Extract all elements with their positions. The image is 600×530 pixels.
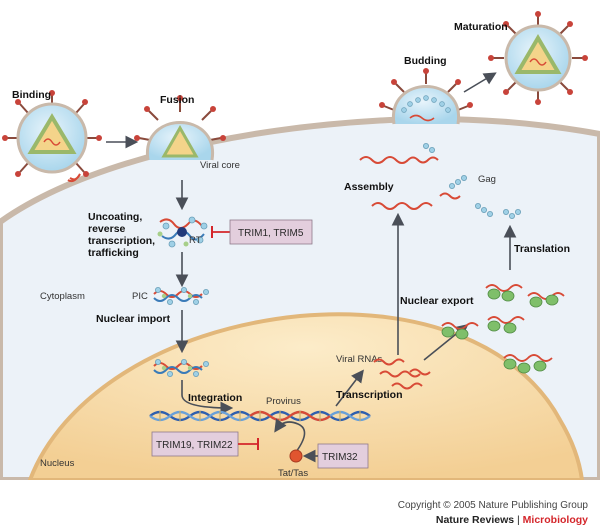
mature-virus <box>488 11 588 105</box>
trim32-box <box>317 443 369 469</box>
tat-tas-protein <box>289 449 303 463</box>
trim19-trim22-box <box>151 431 239 457</box>
nucleus-label: Nucleus <box>40 458 75 469</box>
stage-uncoating-label-1: Uncoating, <box>88 211 142 223</box>
stage-uncoating-label-4: trafficking <box>88 247 139 259</box>
viral-core-label: Viral core <box>200 160 240 171</box>
stage-nuclear-import-label: Nuclear import <box>96 313 171 325</box>
stage-translation-label: Translation <box>514 243 570 255</box>
binding-virus <box>2 90 102 183</box>
stage-fusion-label: Fusion <box>160 94 194 106</box>
trim19-trim22-label: TRIM19, TRIM22 <box>156 440 233 451</box>
stage-integration-label: Integration <box>188 392 242 404</box>
gag-label: Gag <box>478 174 496 185</box>
journal-name: Microbiology <box>522 514 588 526</box>
tat-tas-label: Tat/Tas <box>278 468 308 479</box>
trim1-trim5-label: TRIM1, TRIM5 <box>238 228 304 239</box>
cytoplasm-label: Cytoplasm <box>40 291 85 302</box>
rt-label: RT <box>189 235 202 246</box>
stage-transcription-label: Transcription <box>336 389 403 401</box>
stage-uncoating-label-2: reverse <box>88 223 126 235</box>
copyright-notice: Copyright © 2005 Nature Publishing Group <box>397 500 588 511</box>
gag-proteins <box>422 142 522 219</box>
journal-credit: Nature Reviews | Microbiology <box>436 514 588 526</box>
provirus-dna <box>149 410 371 422</box>
fusion-virus <box>134 95 226 161</box>
budding-to-maturation-arrow <box>463 72 497 93</box>
cytoplasmic-viral-rnas <box>359 156 461 210</box>
pic-nuclear <box>153 358 209 377</box>
viral-rnas-label: Viral RNAs <box>336 354 383 365</box>
budding-virus <box>379 68 473 125</box>
stage-maturation-label: Maturation <box>454 21 508 33</box>
provirus-label: Provirus <box>266 396 301 407</box>
stage-uncoating-label-3: transcription, <box>88 235 155 247</box>
rt-complex <box>157 216 208 248</box>
pic-complex <box>153 286 209 305</box>
pic-label: PIC <box>132 291 148 302</box>
stage-binding-label: Binding <box>12 89 51 101</box>
stage-nuclear-export-label: Nuclear export <box>400 295 474 307</box>
stage-budding-label: Budding <box>404 55 447 67</box>
credit-separator: | <box>517 514 520 526</box>
stage-assembly-label: Assembly <box>344 181 394 193</box>
trim32-label: TRIM32 <box>322 452 358 463</box>
transcription-arrow <box>335 369 364 407</box>
ribosomes <box>441 284 565 374</box>
publisher-name: Nature Reviews <box>435 514 515 526</box>
integration-arrow <box>181 380 234 415</box>
nuclear-viral-rnas <box>373 358 431 390</box>
trim1-trim5-box <box>229 219 313 245</box>
tat-feedback-arrow <box>274 418 306 453</box>
